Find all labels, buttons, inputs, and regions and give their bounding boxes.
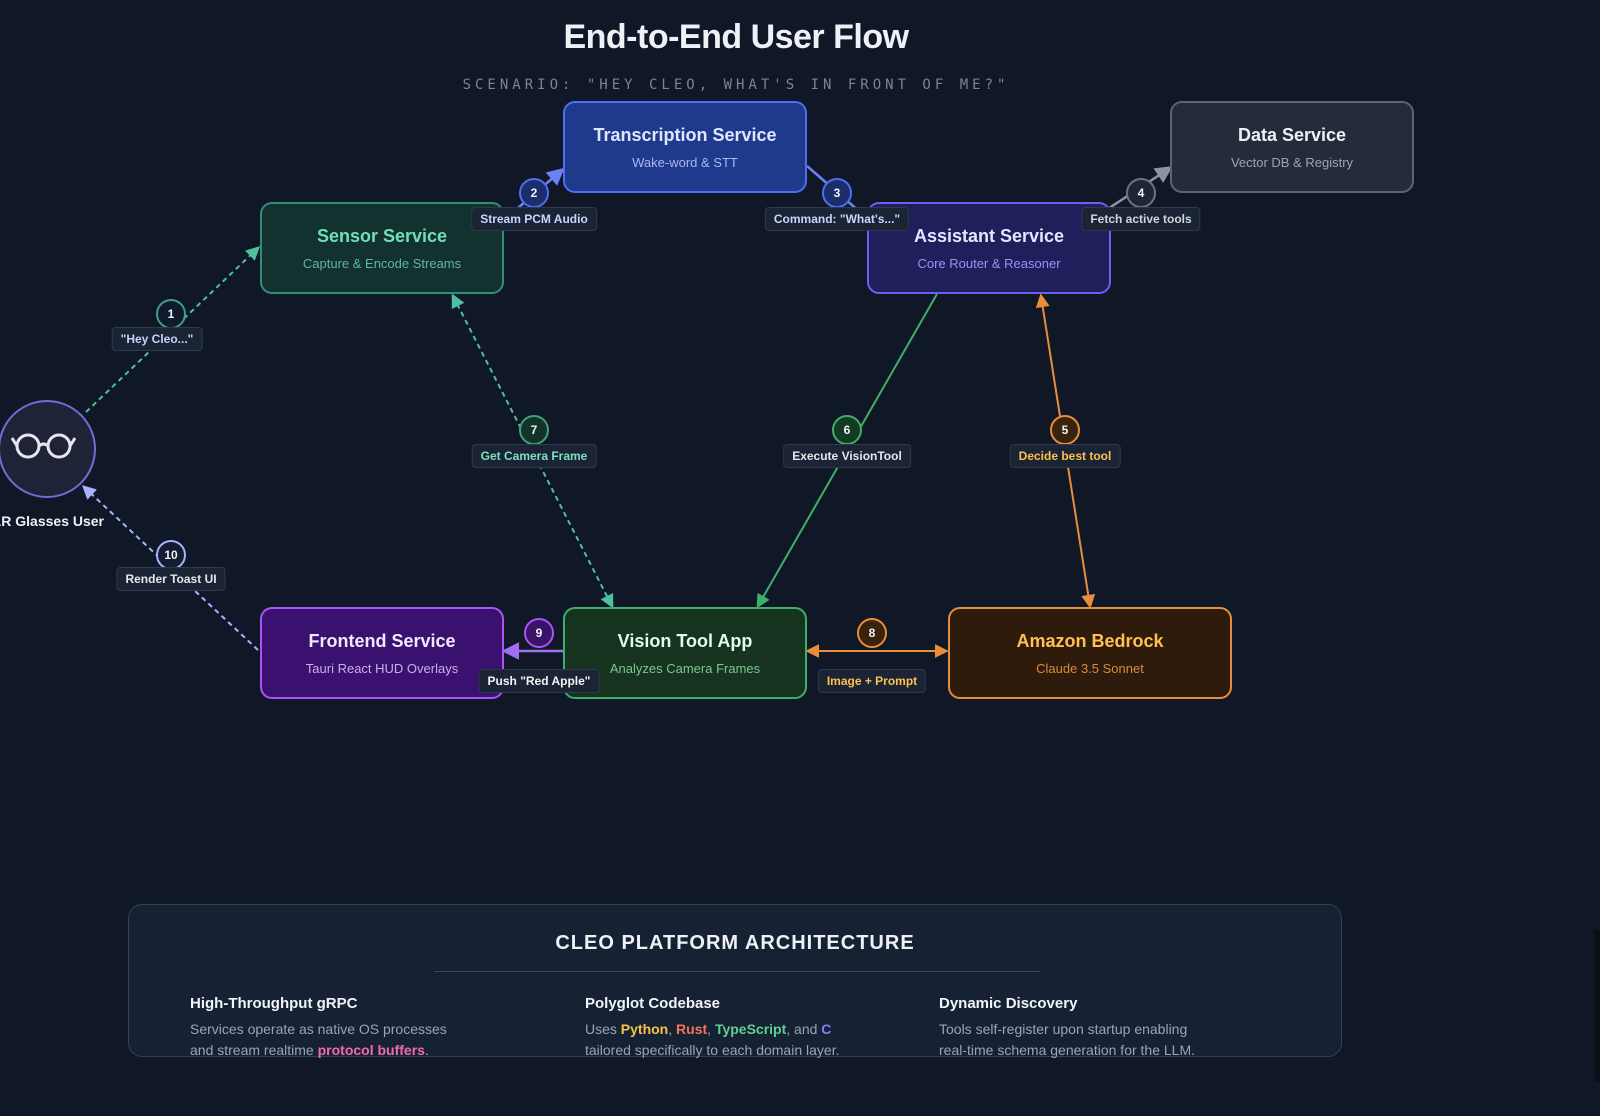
step-8-badge: 8 <box>857 618 887 648</box>
node-subtitle: Tauri React HUD Overlays <box>305 660 459 676</box>
step-5-badge: 5 <box>1050 415 1080 445</box>
node-title: Vision Tool App <box>617 630 753 651</box>
node-title: Amazon Bedrock <box>1016 630 1164 651</box>
step-2-label: Stream PCM Audio <box>471 207 597 231</box>
node-subtitle: Claude 3.5 Sonnet <box>1036 660 1144 676</box>
node-title: Frontend Service <box>308 630 456 651</box>
feature-title: Dynamic Discovery <box>939 995 1078 1012</box>
page-subtitle: SCENARIO: "HEY CLEO, WHAT'S IN FRONT OF … <box>462 77 1010 93</box>
feature-body: Services operate as native OS processes … <box>190 1021 447 1058</box>
vision-tool-app-node[interactable]: Vision Tool App Analyzes Camera Frames <box>563 607 807 699</box>
feature-grpc: High-Throughput gRPC Services operate as… <box>190 995 447 1061</box>
user-avatar <box>0 400 96 498</box>
step-1-badge: 1 <box>156 299 186 329</box>
divider <box>434 971 1040 972</box>
step-2-badge: 2 <box>519 178 549 208</box>
architecture-panel: CLEO PLATFORM ARCHITECTURE High-Throughp… <box>128 904 1342 1058</box>
lang-typescript: TypeScript <box>714 1021 787 1037</box>
feature-body: Tools self-register upon startup enablin… <box>939 1021 1196 1058</box>
lang-python: Python <box>620 1021 669 1037</box>
node-title: Data Service <box>1237 124 1347 145</box>
step-6-badge: 6 <box>832 415 862 445</box>
step-9-label: Push "Red Apple" <box>478 669 600 693</box>
step-3-badge: 3 <box>822 178 852 208</box>
node-subtitle: Core Router & Reasoner <box>917 255 1061 271</box>
step-4-badge: 4 <box>1126 178 1156 208</box>
feature-body: Uses Python, Rust, TypeScript, and C tai… <box>585 1021 840 1058</box>
feature-polyglot: Polyglot Codebase Uses Python, Rust, Typ… <box>585 995 839 1061</box>
step-1-label: "Hey Cleo..." <box>111 327 203 351</box>
step-3-label: Command: "What's..." <box>764 207 910 231</box>
lang-rust: Rust <box>676 1021 708 1037</box>
amazon-bedrock-node[interactable]: Amazon Bedrock Claude 3.5 Sonnet <box>948 607 1232 699</box>
lang-c: C <box>821 1021 832 1037</box>
scrollbar[interactable] <box>1594 930 1600 1082</box>
node-title: Transcription Service <box>593 124 777 145</box>
data-service-node[interactable]: Data Service Vector DB & Registry <box>1170 101 1414 193</box>
step-7-badge: 7 <box>519 415 549 445</box>
feature-title: High-Throughput gRPC <box>190 995 358 1012</box>
architecture-title: CLEO PLATFORM ARCHITECTURE <box>555 932 915 954</box>
node-subtitle: Capture & Encode Streams <box>302 255 462 271</box>
node-subtitle: Analyzes Camera Frames <box>609 660 761 676</box>
transcription-service-node[interactable]: Transcription Service Wake-word & STT <box>563 101 807 193</box>
step-4-label: Fetch active tools <box>1081 207 1201 231</box>
page-title: End-to-End User Flow <box>563 18 909 56</box>
step-9-badge: 9 <box>524 618 554 648</box>
step-10-label: Render Toast UI <box>116 567 226 591</box>
frontend-service-node[interactable]: Frontend Service Tauri React HUD Overlay… <box>260 607 504 699</box>
node-subtitle: Wake-word & STT <box>632 154 738 170</box>
highlight-protocol-buffers: protocol buffers <box>317 1042 425 1058</box>
step-10-badge: 10 <box>156 540 186 570</box>
node-title: Assistant Service <box>913 225 1065 246</box>
step-5-label: Decide best tool <box>1009 444 1121 468</box>
node-title: Sensor Service <box>316 225 448 246</box>
sensor-service-node[interactable]: Sensor Service Capture & Encode Streams <box>260 202 504 294</box>
glasses-icon <box>10 433 77 459</box>
user-label: AR Glasses User <box>0 513 104 529</box>
step-7-label: Get Camera Frame <box>471 444 597 468</box>
node-subtitle: Vector DB & Registry <box>1230 154 1354 170</box>
feature-title: Polyglot Codebase <box>585 995 721 1012</box>
feature-discovery: Dynamic Discovery Tools self-register up… <box>939 995 1195 1061</box>
step-8-label: Image + Prompt <box>817 669 927 693</box>
step-6-label: Execute VisionTool <box>783 444 911 468</box>
